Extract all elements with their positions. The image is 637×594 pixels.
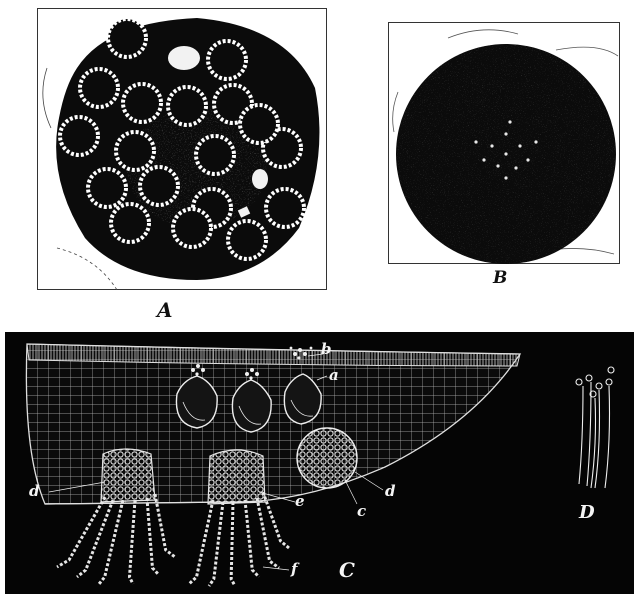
figure-d-label: D — [579, 502, 595, 523]
sunken-carpels — [176, 374, 321, 432]
figure-a: A — [37, 8, 327, 290]
label-c: c — [357, 502, 366, 520]
figure-a-label: A — [157, 298, 173, 322]
label-d-left: d — [29, 482, 40, 500]
label-e: e — [295, 492, 305, 510]
label-a: a — [329, 366, 339, 384]
figure-b-drawing — [388, 22, 620, 264]
figure-c-drawing — [5, 332, 634, 594]
figure-c-d-panel: b a d e c d f C D — [5, 332, 634, 594]
label-b: b — [321, 340, 332, 358]
tissue-section — [26, 344, 520, 504]
label-f: f — [291, 560, 297, 578]
figure-b: B — [388, 22, 620, 264]
label-d-right: d — [385, 482, 396, 500]
figure-c-label: C — [339, 558, 355, 582]
figure-d-filaments — [576, 367, 614, 488]
filament-cluster-right — [208, 450, 265, 504]
figure-b-label: B — [493, 268, 507, 288]
figure-a-drawing — [37, 8, 327, 290]
globular-body — [297, 428, 357, 488]
filament-cluster-left — [101, 449, 155, 502]
